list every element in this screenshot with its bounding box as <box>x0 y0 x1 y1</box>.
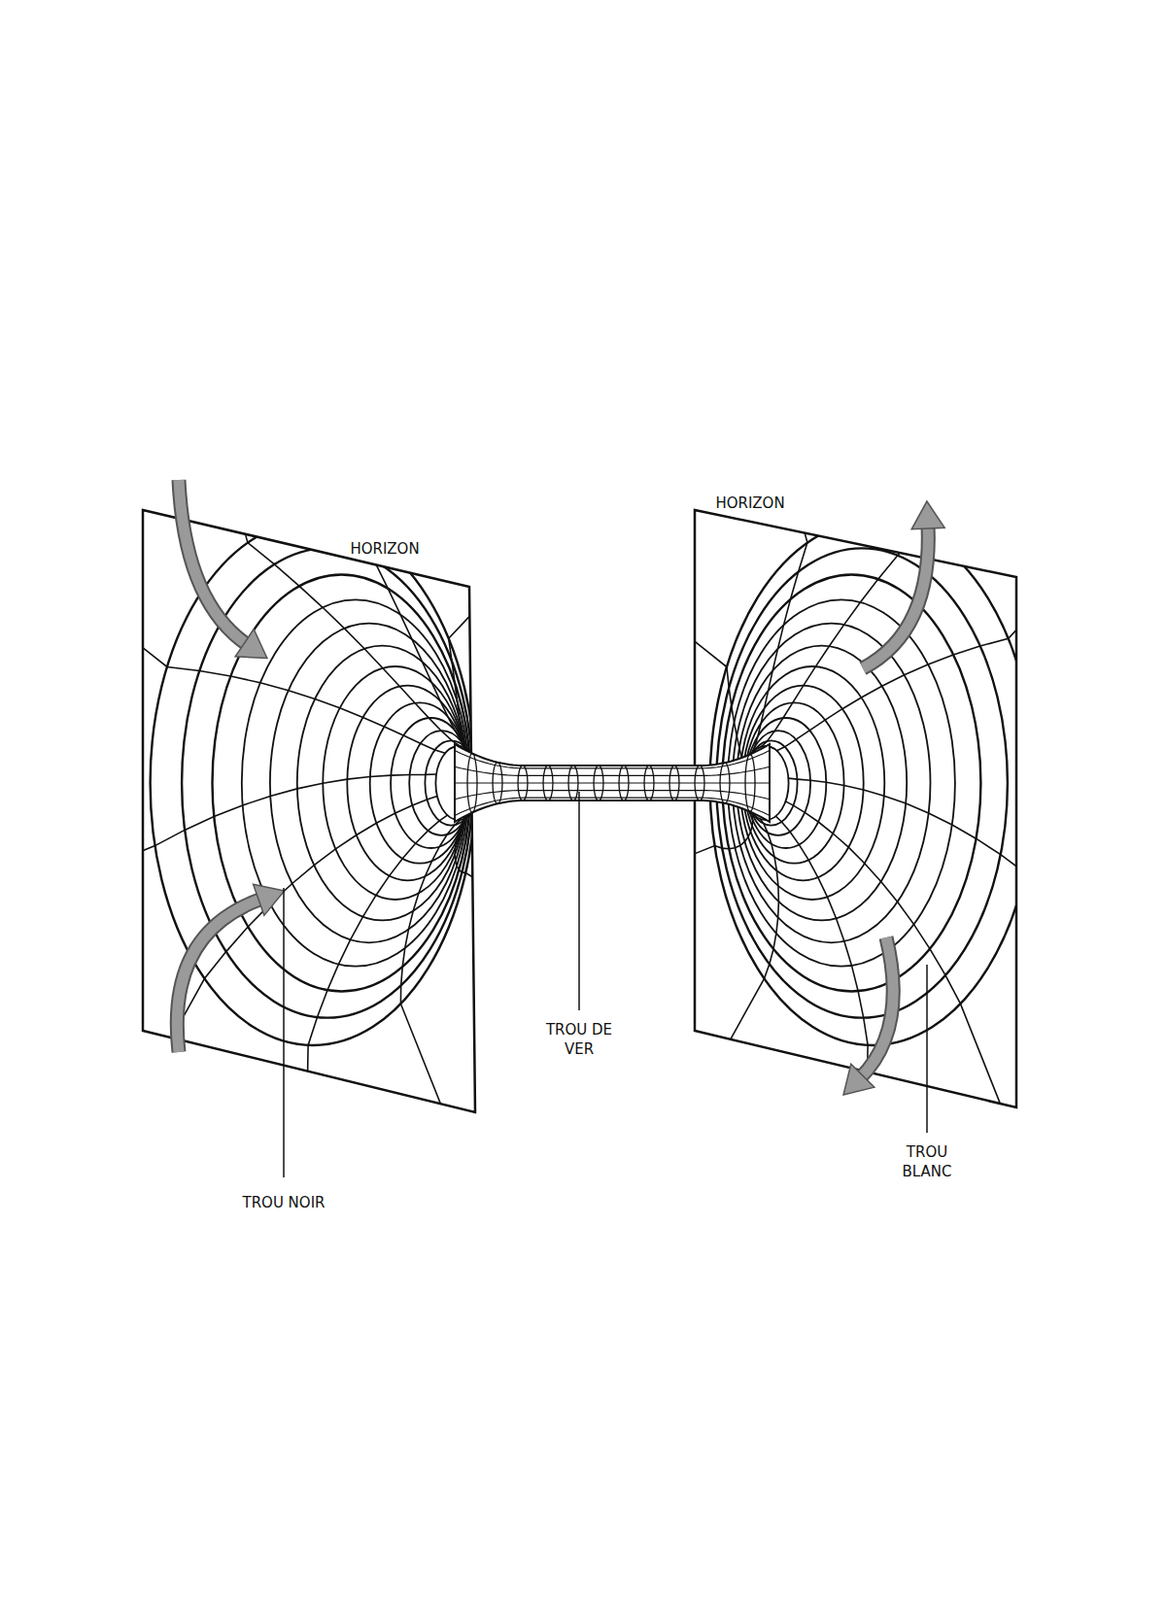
funnel-radial <box>761 380 948 748</box>
part-label: TROU BLANC <box>892 1142 961 1183</box>
leader-line <box>925 964 928 1133</box>
flow-arrow <box>862 524 928 669</box>
funnel-radial <box>305 815 447 1203</box>
tube-line <box>454 797 770 817</box>
tube-line <box>454 766 770 776</box>
flow-arrow <box>176 898 263 1053</box>
funnel-radial <box>788 778 1117 927</box>
arrow-head <box>235 629 268 659</box>
funnel-radial <box>454 810 557 927</box>
flow-arrow <box>176 898 263 1053</box>
funnel-radial <box>60 774 437 884</box>
flow-arrow <box>178 480 248 646</box>
funnel-radial <box>448 551 531 780</box>
arrow-head <box>843 1063 875 1096</box>
tube-line <box>454 782 770 784</box>
funnel-radial <box>777 551 1091 752</box>
part-label: HORIZON <box>691 493 809 514</box>
flow-arrow <box>178 480 248 646</box>
arrow-head <box>911 501 945 530</box>
funnel-radial <box>139 795 439 1097</box>
funnel-radial <box>699 819 780 1097</box>
part-label: TROU NOIR <box>215 1193 352 1213</box>
funnel-radial <box>785 801 1013 1137</box>
wormhole-tube <box>454 744 770 823</box>
funnel-radial <box>208 398 461 747</box>
horizon-panel <box>142 510 476 1113</box>
funnel-ring <box>346 685 468 882</box>
part-label: TROU DE VER <box>540 1020 618 1061</box>
funnel-radial <box>775 816 868 1203</box>
funnel-radial <box>619 807 754 884</box>
tube-line <box>454 750 770 769</box>
flow-arrow <box>859 937 893 1079</box>
funnel-ring <box>212 575 472 993</box>
flow-arrow <box>862 524 928 669</box>
funnel-radial <box>400 820 461 1137</box>
funnel-radial <box>639 597 747 785</box>
part-label: HORIZON <box>326 539 444 559</box>
arrow-head <box>253 884 285 916</box>
funnel-ring <box>322 666 468 900</box>
leader-line <box>282 888 285 1178</box>
flow-arrow <box>859 937 893 1079</box>
leader-line <box>578 791 581 1011</box>
funnel-radial <box>748 398 808 760</box>
